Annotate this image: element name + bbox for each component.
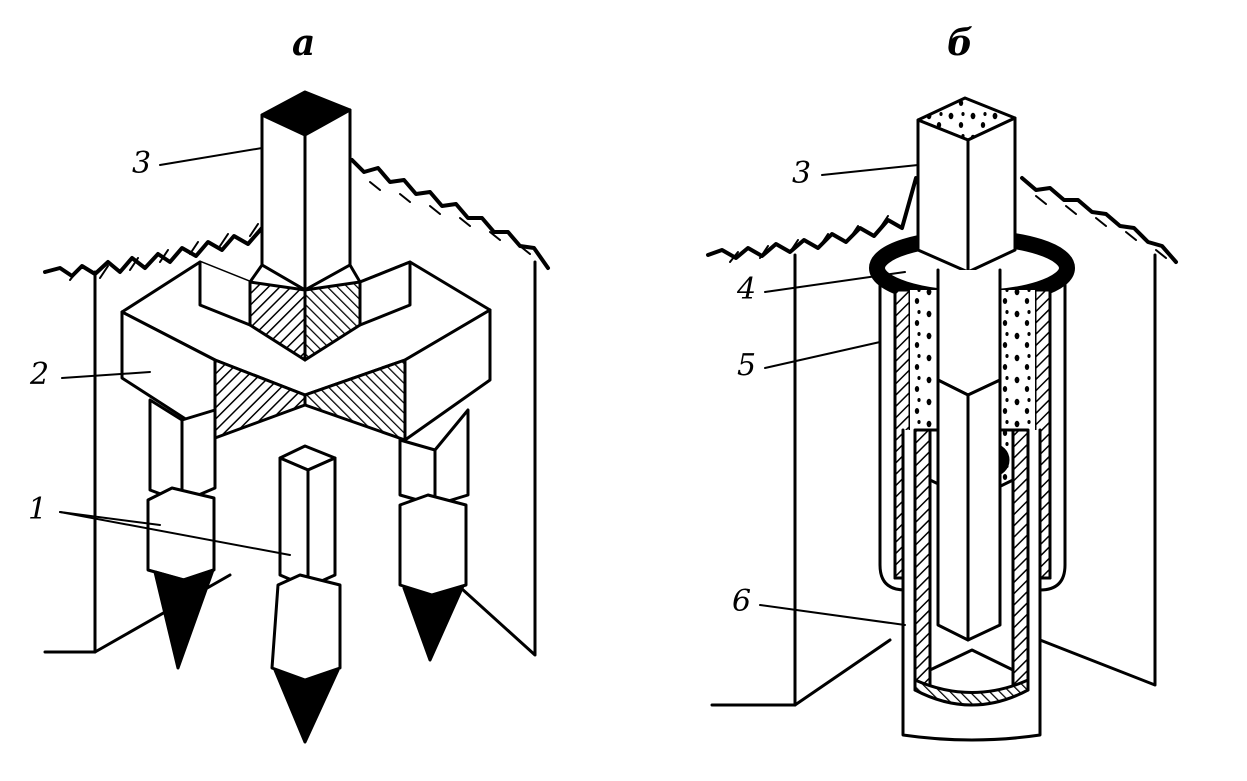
figure-b-trench-left: [710, 253, 797, 707]
figure-b-leader-5: [764, 341, 881, 369]
figure-a-pile-right: [398, 408, 470, 662]
figure-a-drawing: [43, 90, 550, 744]
figure-b-trench-floor: [793, 638, 892, 707]
figure-a-column: [260, 90, 352, 292]
figure-b-trench-right: [1038, 253, 1157, 687]
figure-b-leader-3: [821, 164, 919, 176]
figure-b-ground-right: [1020, 176, 1178, 264]
figure-a-leader-2: [61, 371, 151, 379]
figure-b-drawing: [706, 96, 1178, 742]
figure-a-pile-cap: [120, 260, 492, 442]
figure-a-caption: а: [292, 22, 316, 64]
figure-b-ground-hatch: [729, 195, 1167, 263]
figure-b-label-5: 5: [737, 348, 757, 383]
figure-a-label-pile-cap: 2: [30, 357, 50, 392]
figure-a-ground-left: [43, 226, 264, 278]
figure-a-ground-hatch: [69, 181, 531, 281]
figure-a-leader-3: [159, 147, 263, 166]
figure-a-label-column: 3: [132, 146, 152, 181]
figure-b-ground-left: [706, 176, 918, 260]
figure-a-trench-left: [43, 270, 97, 654]
figure-b-caption: б: [947, 22, 973, 64]
figure-a-leader-1b: [59, 511, 291, 556]
figure-a-trench-right: [428, 260, 537, 657]
figure-b-leader-6: [759, 604, 906, 626]
figure-a-ground-right: [350, 158, 550, 270]
figure-b-column: [916, 96, 1017, 642]
figure-a-label-piles: 1: [28, 492, 48, 527]
figure-b-label-6: 6: [732, 584, 752, 619]
figure-a-pile-center: [270, 444, 342, 744]
figure-b-label-4: 4: [737, 272, 757, 307]
figure-b-leader-4: [764, 271, 906, 293]
figure-b-label-column: 3: [792, 156, 812, 191]
